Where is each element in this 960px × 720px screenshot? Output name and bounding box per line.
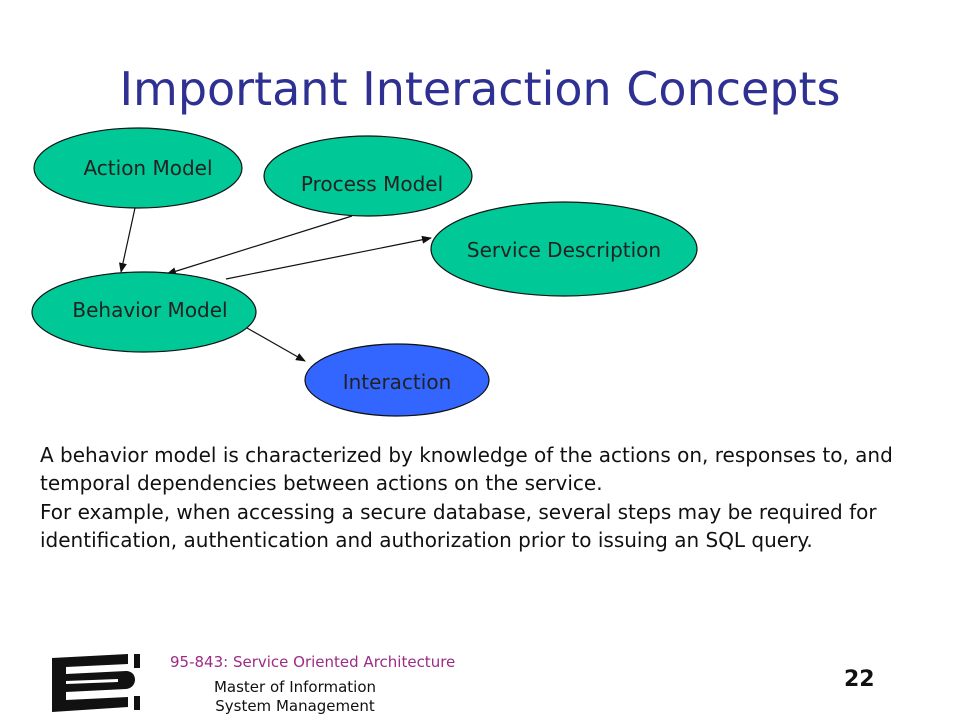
edge-behavior-to-interaction [246,327,306,362]
node-process-model: Process Model [263,135,473,217]
body-paragraph-definition: A behavior model is characterized by kno… [40,443,893,496]
body-paragraph-example: For example, when accessing a secure dat… [40,499,877,553]
node-behavior-model: Behavior Model [31,271,257,353]
node-label-process-model: Process Model [301,172,443,196]
node-label-action-model: Action Model [83,156,212,180]
slide-body: A behavior model is characterized by kno… [40,441,900,555]
page-number: 22 [844,667,875,692]
footer-program-name: Master of Information System Management [213,678,377,715]
node-action-model: Action Model [33,127,243,209]
node-label-interaction: Interaction [343,370,452,394]
node-interaction: Interaction [304,343,490,417]
footer-course-title: 95-843: Service Oriented Architecture [170,653,456,671]
edge-action-to-behavior [119,207,136,273]
node-label-service-description: Service Description [467,238,661,262]
university-logo-icon [52,654,140,712]
edge-process-to-behavior [166,215,353,276]
node-label-behavior-model: Behavior Model [72,298,227,322]
edge-behavior-to-service [225,235,432,280]
node-service-description: Service Description [430,201,698,297]
slide-title: Important Interaction Concepts [119,62,841,116]
